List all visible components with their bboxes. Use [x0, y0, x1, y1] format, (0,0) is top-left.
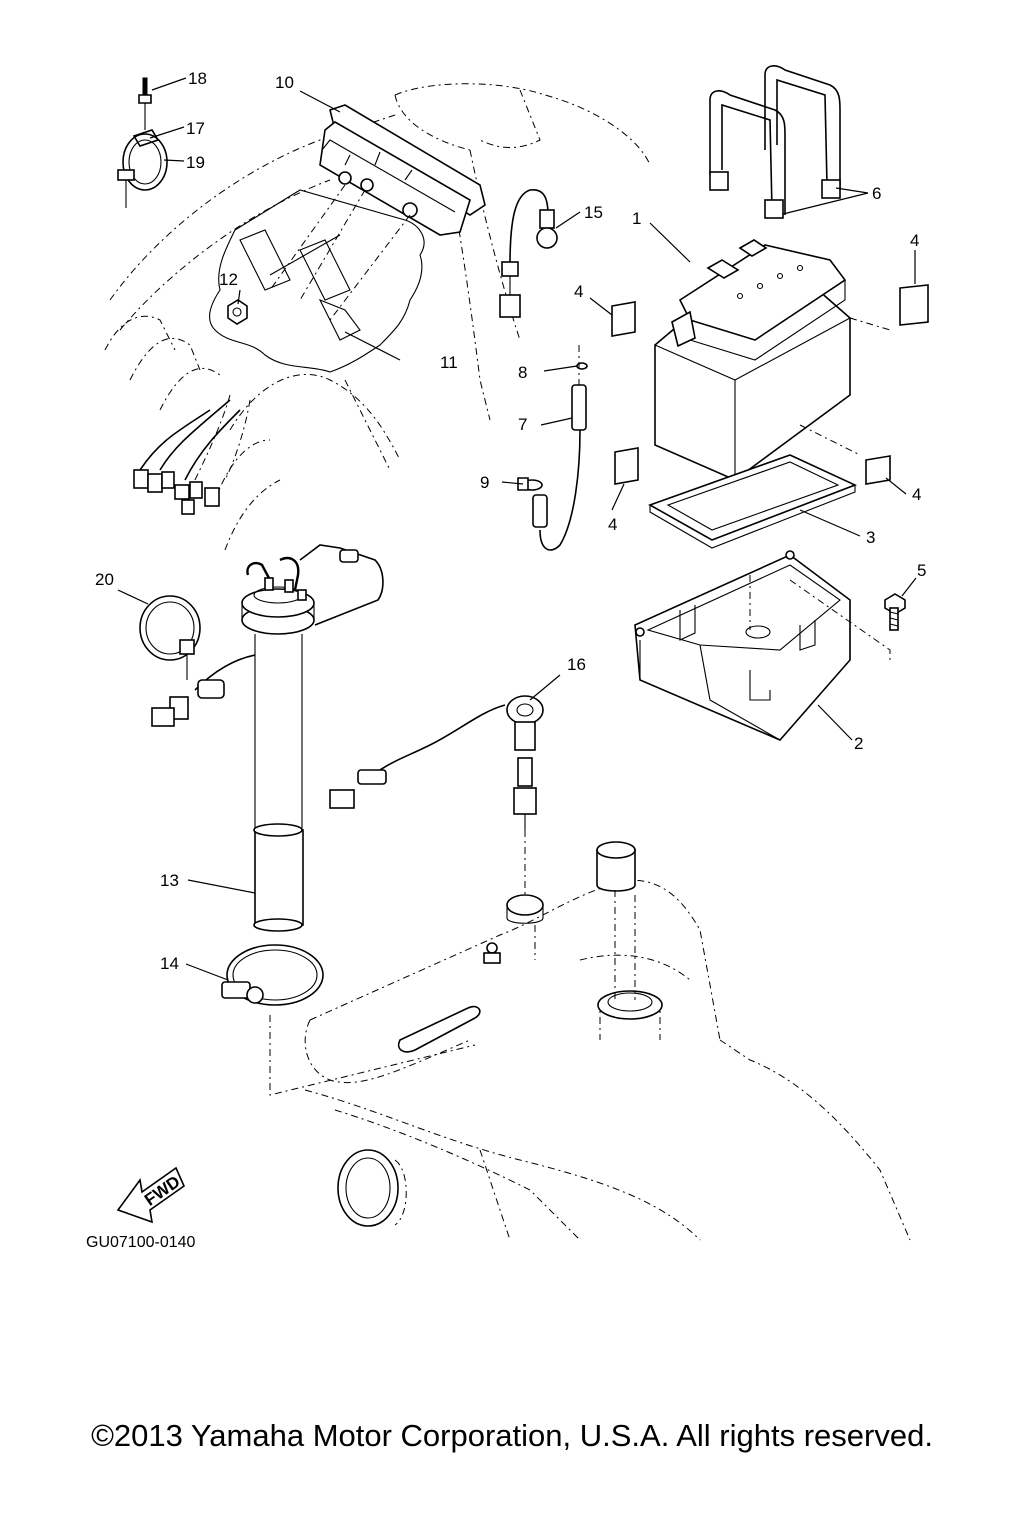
callout-4d: 4: [912, 485, 921, 504]
callout-7: 7: [518, 415, 527, 434]
callout-3: 3: [866, 528, 875, 547]
wire-harness-connectors: [133, 399, 241, 515]
callout-20: 20: [95, 570, 114, 589]
callout-13: 13: [160, 871, 179, 890]
band-20: [139, 595, 201, 680]
callout-5: 5: [917, 561, 926, 580]
battery-1: [654, 239, 891, 481]
leader-lines: [117, 77, 917, 981]
meter-display-10: [269, 104, 486, 321]
callout-4a: 4: [574, 282, 583, 301]
clamp-band-14: [221, 944, 324, 1006]
pad-4: [611, 284, 929, 485]
fwd-arrow: FWD: [116, 1166, 185, 1224]
callout-11: 11: [440, 353, 458, 372]
fuel-sender-13: [151, 544, 384, 932]
callout-19: 19: [186, 153, 205, 172]
callout-14: 14: [160, 954, 179, 973]
callout-6: 6: [872, 184, 881, 203]
battery-box-2: [634, 550, 891, 741]
bolt-5: [884, 593, 906, 631]
hull-lower-body: [269, 841, 911, 1241]
callout-17: 17: [186, 119, 205, 138]
vent-tube-7: [532, 345, 587, 551]
callout-15: 15: [584, 203, 603, 222]
callout-10: 10: [275, 73, 294, 92]
callout-9: 9: [480, 473, 489, 492]
drawing-code: GU07100-0140: [86, 1234, 196, 1251]
clip-assembly-17-18-19: [117, 77, 168, 208]
battery-mat-3: [648, 454, 858, 549]
callout-1: 1: [632, 209, 641, 228]
sensor-15: [499, 189, 558, 318]
callout-labels: 1 2 3 4 4 4 4 5 6 7 8 9 10 11 12 13 14 1…: [95, 69, 926, 973]
bracket-11: [239, 229, 361, 341]
callout-18: 18: [188, 69, 207, 88]
callout-12: 12: [219, 270, 238, 289]
battery-strap-6: [709, 65, 841, 219]
callout-2: 2: [854, 734, 863, 753]
callout-16: 16: [567, 655, 586, 674]
sensor-16: [329, 695, 544, 895]
callout-8: 8: [518, 363, 527, 382]
callout-4c: 4: [608, 515, 617, 534]
callout-4b: 4: [910, 231, 919, 250]
copyright-notice: ©2013 Yamaha Motor Corporation, U.S.A. A…: [91, 1418, 933, 1453]
